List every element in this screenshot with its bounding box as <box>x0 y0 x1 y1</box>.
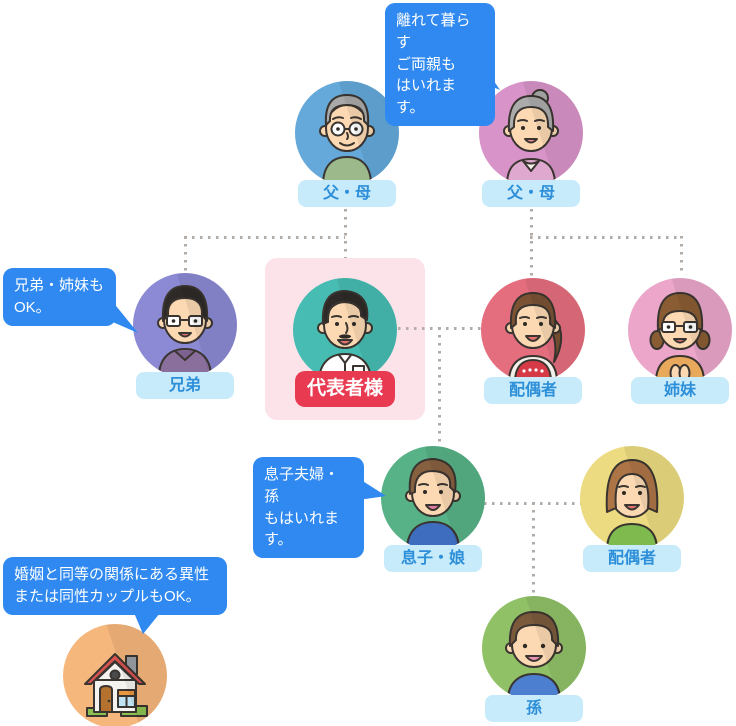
bubble-children-tail <box>358 478 386 500</box>
person-brother: 兄弟 <box>133 273 237 399</box>
mother-avatar-icon <box>479 81 583 185</box>
connector-to-grandson <box>532 502 535 597</box>
brother-label: 兄弟 <box>136 372 234 399</box>
person-father: 父・母 <box>295 81 399 207</box>
son-spouse-avatar-icon <box>580 446 684 550</box>
person-sister: 姉妹 <box>628 278 732 404</box>
son-label: 息子・娘 <box>384 545 482 572</box>
father-avatar-icon <box>295 81 399 185</box>
bubble-couple: 婚姻と同等の関係にある異性 または同性カップルもOK。 <box>3 557 227 615</box>
person-representative: 代表者様 <box>293 278 397 407</box>
sister-label: 姉妹 <box>631 377 729 404</box>
connector-to-brother <box>184 236 187 272</box>
son-spouse-label: 配偶者 <box>583 545 681 572</box>
son-avatar-icon <box>381 446 485 550</box>
connector-father-to-representative <box>344 209 347 258</box>
person-spouse: 配偶者 <box>481 278 585 404</box>
father-label: 父・母 <box>298 180 396 207</box>
brother-avatar-icon <box>133 273 237 377</box>
household-node <box>63 624 167 726</box>
connector-brother-branch <box>184 236 345 239</box>
connector-mother-to-spouse <box>530 209 533 277</box>
person-mother: 父・母 <box>479 81 583 207</box>
bubble-children: 息子夫婦・孫 もはいれます。 <box>253 457 364 558</box>
person-son: 息子・娘 <box>381 446 485 572</box>
bubble-couple-tail <box>132 608 164 634</box>
connector-to-son <box>438 327 441 447</box>
spouse-avatar-icon <box>481 278 585 382</box>
bubble-parents: 離れて暮らす ご両親も はいれます。 <box>385 3 495 126</box>
grandson-avatar-icon <box>482 596 586 700</box>
bubble-siblings: 兄弟・姉妹も OK。 <box>3 268 116 326</box>
representative-badge: 代表者様 <box>295 371 395 407</box>
connector-to-sister <box>680 236 683 272</box>
spouse-label: 配偶者 <box>484 377 582 404</box>
bubble-parents-tail <box>455 71 500 90</box>
grandson-label: 孫 <box>485 695 583 722</box>
house-icon <box>63 624 167 726</box>
person-son-spouse: 配偶者 <box>580 446 684 572</box>
bubble-siblings-tail <box>108 296 138 333</box>
sister-avatar-icon <box>628 278 732 382</box>
person-grandson: 孫 <box>482 596 586 722</box>
representative-avatar-icon <box>293 278 397 382</box>
connector-sister-branch <box>530 236 682 239</box>
mother-label: 父・母 <box>482 180 580 207</box>
